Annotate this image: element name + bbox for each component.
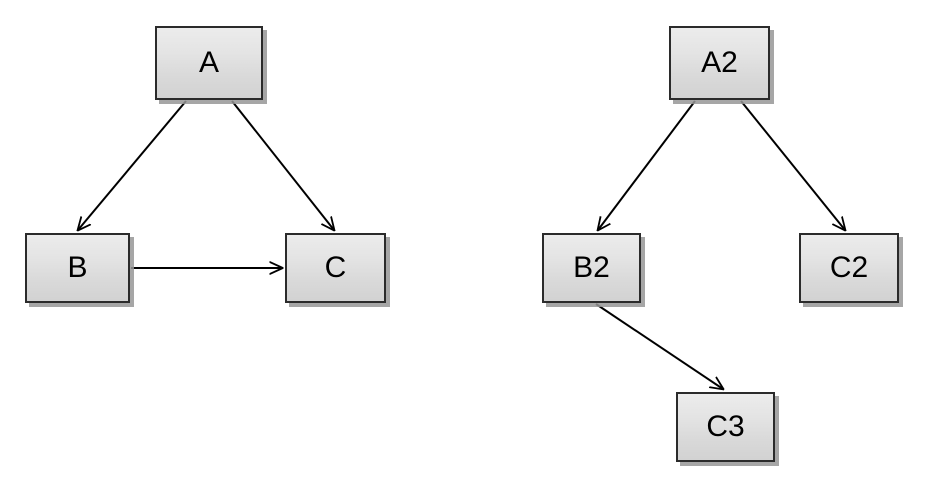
- edge-a-to-b: [78, 100, 187, 230]
- node-c2[interactable]: C2: [799, 233, 899, 303]
- edge-a-to-c: [231, 100, 334, 230]
- edges-group: [78, 100, 845, 389]
- node-b[interactable]: B: [25, 233, 130, 303]
- node-label: C: [324, 251, 347, 284]
- node-c3[interactable]: C3: [676, 392, 775, 462]
- edge-b2-to-c3: [595, 303, 723, 389]
- node-label: A2: [701, 46, 738, 79]
- edge-a2-to-c2: [740, 100, 845, 230]
- node-a[interactable]: A: [155, 26, 263, 100]
- node-b2[interactable]: B2: [542, 233, 641, 303]
- node-label: C3: [706, 410, 745, 443]
- node-label: A: [198, 46, 219, 79]
- edge-a2-to-b2: [598, 100, 696, 230]
- node-a2[interactable]: A2: [669, 26, 770, 100]
- node-label: B: [67, 251, 88, 284]
- node-c[interactable]: C: [285, 233, 386, 303]
- node-label: C2: [829, 251, 869, 284]
- node-label: B2: [573, 251, 610, 284]
